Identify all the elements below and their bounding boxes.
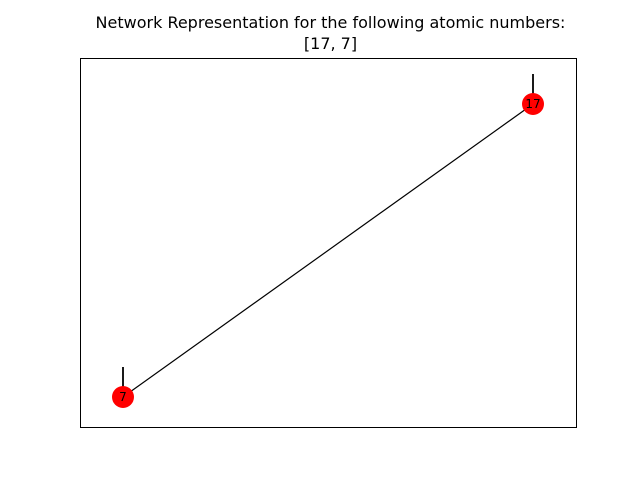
node-17-circle [522, 93, 544, 115]
node-7-circle [112, 386, 134, 408]
chart-title-line1: Network Representation for the following… [95, 13, 566, 32]
node-17-label: 17 [525, 97, 540, 111]
node-7-label: 7 [119, 390, 127, 404]
chart-title-line2: [17, 7] [303, 34, 358, 53]
chart-title: Network Representation for the following… [0, 12, 640, 54]
edge-17-7 [122, 103, 534, 398]
plot-frame [80, 58, 577, 428]
node-7: 7 [112, 386, 134, 408]
node-17: 17 [522, 93, 544, 115]
